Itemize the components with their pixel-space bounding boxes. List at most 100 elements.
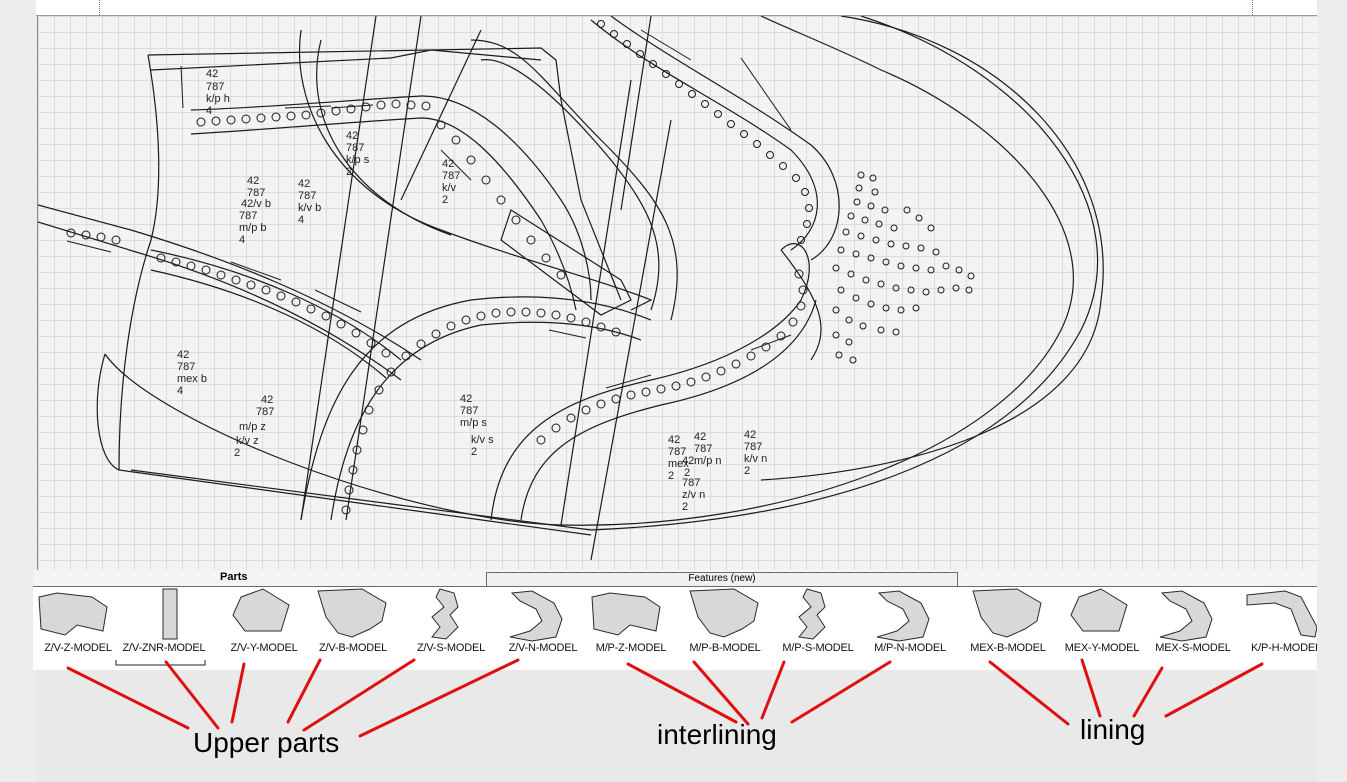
part-label: Z/V-Y-MODEL: [230, 642, 298, 654]
code-text: 42: [261, 394, 273, 406]
toe-cap: [780, 249, 822, 361]
code-text: m/p b: [239, 222, 267, 234]
annotation-arrows: [66, 658, 1264, 738]
lining-label: lining: [1080, 714, 1146, 745]
code-text: 4: [206, 105, 212, 117]
upper-parts-label: Upper parts: [193, 727, 340, 758]
part-shape: [1246, 590, 1317, 638]
ruler-tick: [1252, 0, 1253, 15]
code-text: 42: [460, 393, 472, 405]
part-item[interactable]: M/P-S-MODEL: [773, 587, 863, 670]
quarter-back: [118, 54, 592, 536]
part-thumbnail: [509, 590, 563, 642]
code-text: 42: [744, 429, 756, 441]
code-text: m/p n: [694, 455, 722, 467]
perf-strip-top-2: [190, 117, 577, 311]
left-margin: [0, 0, 36, 782]
code-text: k/v n: [744, 453, 767, 465]
quarter-outline: [147, 47, 622, 301]
part-item[interactable]: Z/V-S-MODEL: [406, 587, 496, 670]
left-strap-2: [38, 221, 402, 381]
code-text: mex b: [177, 373, 207, 385]
part-item[interactable]: M/P-B-MODEL: [680, 587, 770, 670]
code-text: 787: [206, 81, 224, 93]
throat-inner: [480, 59, 660, 311]
part-item[interactable]: Z/V-Z-MODEL: [33, 587, 123, 670]
vamp-strip-2: [520, 299, 817, 521]
part-item[interactable]: M/P-N-MODEL: [865, 587, 955, 670]
part-thumbnail: [431, 588, 459, 640]
part-shape: [1159, 590, 1213, 642]
annotation-arrow: [1132, 666, 1164, 718]
tab-features[interactable]: Features (new): [486, 572, 958, 587]
code-text: 787: [256, 406, 274, 418]
shoe-pattern-drawing: 42 787 k/p h 4 42 787 k/p s 2 42 787 k/v…: [38, 16, 1104, 561]
annotation-arrow: [760, 660, 786, 720]
part-label: Z/V-B-MODEL: [318, 642, 388, 654]
code-text: 2: [668, 470, 674, 482]
part-item[interactable]: Z/V-ZNR-MODEL: [119, 587, 209, 670]
code-text: k/v z: [236, 435, 259, 447]
code-text: 42: [668, 434, 680, 446]
code-text: k/v b: [298, 202, 321, 214]
part-item[interactable]: MEX-S-MODEL: [1148, 587, 1238, 670]
right-margin: [1317, 0, 1347, 782]
part-item[interactable]: Z/V-Y-MODEL: [219, 587, 309, 670]
annotation-arrow: [66, 666, 190, 730]
part-item[interactable]: MEX-B-MODEL: [963, 587, 1053, 670]
tongue-box: [500, 209, 632, 316]
ruler-strip: [36, 0, 1317, 16]
part-shape: [162, 588, 178, 640]
part-item[interactable]: MEX-Y-MODEL: [1057, 587, 1147, 670]
code-text: 787: [247, 187, 265, 199]
part-thumbnail: [317, 588, 387, 638]
annotation-arrow: [790, 660, 892, 724]
part-thumbnail: [591, 592, 661, 636]
part-thumbnail: [1246, 590, 1317, 638]
code-text: 787: [668, 446, 686, 458]
code-text: 2: [684, 467, 690, 479]
code-text: 2: [682, 501, 688, 513]
code-text: 42/v b: [241, 198, 271, 210]
part-label: Z/V-S-MODEL: [416, 642, 486, 654]
part-shape: [1070, 588, 1128, 632]
part-item[interactable]: K/P-H-MODEL: [1241, 587, 1317, 670]
toe-contour: [760, 16, 1104, 481]
tab-features-label: Features (new): [688, 573, 756, 584]
code-text: 787: [442, 170, 460, 182]
part-label: MEX-B-MODEL: [970, 642, 1046, 654]
annotation-arrow: [286, 658, 322, 724]
code-text: m/p s: [460, 417, 487, 429]
code-text: k/p h: [206, 93, 230, 105]
part-shape: [232, 588, 290, 632]
inner-contour: [130, 16, 1099, 531]
vertical-line-2: [345, 16, 422, 521]
vertical-line-6: [620, 16, 652, 211]
perforation-holes: [66, 20, 813, 515]
code-text: 42: [682, 455, 694, 467]
annotation-arrow: [230, 662, 246, 724]
part-label: M/P-N-MODEL: [874, 642, 946, 654]
pattern-canvas[interactable]: 42 787 k/p h 4 42 787 k/p s 2 42 787 k/v…: [37, 16, 1318, 570]
code-text: z/v n: [682, 489, 705, 501]
part-label: MEX-S-MODEL: [1155, 642, 1231, 654]
collar: [298, 29, 653, 311]
annotation-arrow: [988, 660, 1070, 726]
part-thumbnail: [162, 588, 178, 640]
slots: [66, 29, 792, 389]
part-label: Z/V-N-MODEL: [508, 642, 578, 654]
part-item[interactable]: M/P-Z-MODEL: [586, 587, 676, 670]
saddle-arch: [300, 296, 652, 521]
part-thumbnail: [972, 588, 1042, 638]
part-shape: [509, 590, 563, 642]
part-item[interactable]: Z/V-N-MODEL: [498, 587, 588, 670]
part-thumbnail: [876, 590, 930, 642]
part-label: MEX-Y-MODEL: [1064, 642, 1140, 654]
bracket: [115, 660, 206, 666]
ruler-tick: [99, 0, 100, 15]
part-item[interactable]: Z/V-B-MODEL: [308, 587, 398, 670]
tab-parts[interactable]: Parts: [220, 571, 248, 583]
